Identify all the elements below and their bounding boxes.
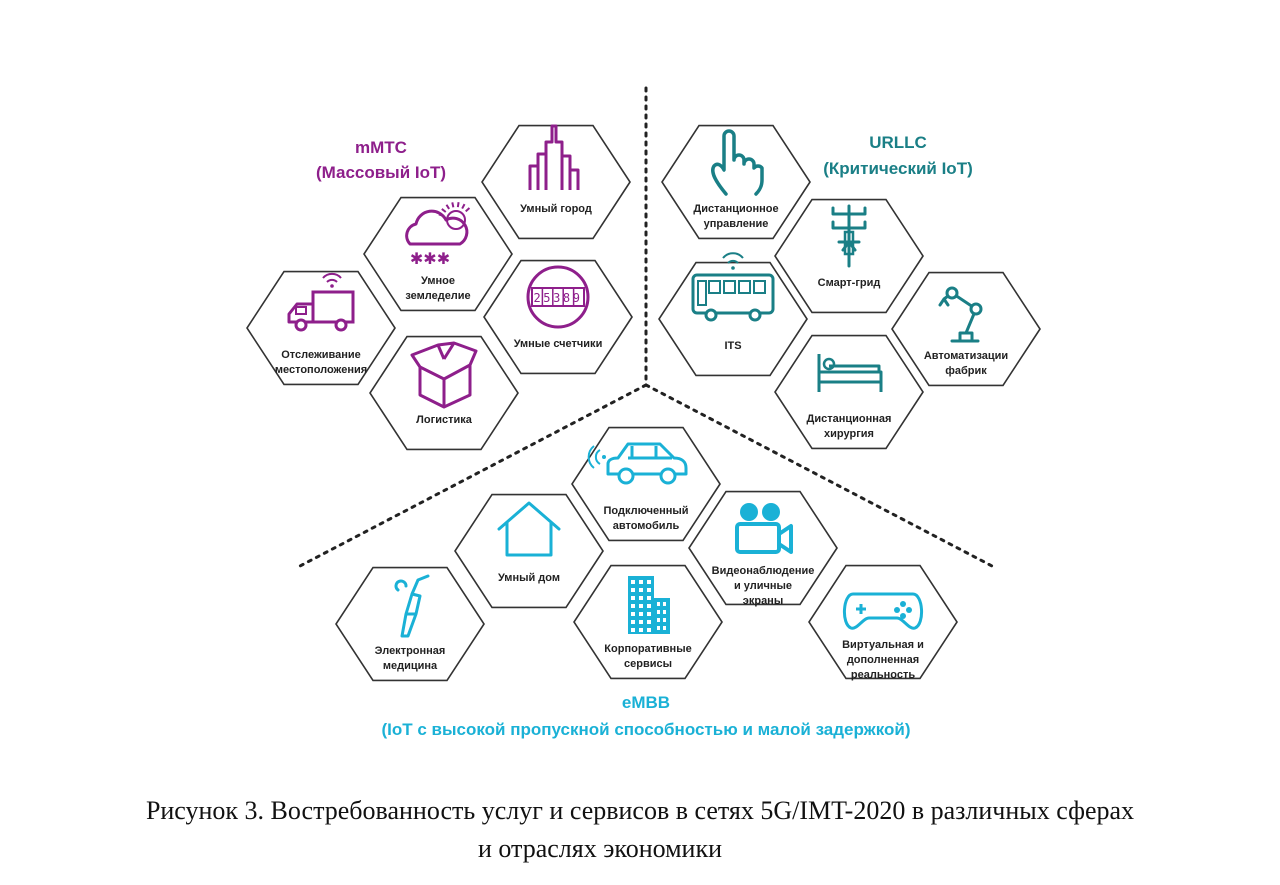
embb-subtitle: (IoT с высокой пропускной способностью и… bbox=[382, 720, 911, 739]
hex-label: Виртуальная и bbox=[842, 639, 924, 651]
hex-video-surveillance: Видеонаблюдение и уличные экраны bbox=[688, 490, 838, 607]
mmtc-subtitle: (Массовый IoT) bbox=[316, 163, 446, 182]
house-icon bbox=[497, 501, 561, 557]
hex-outline bbox=[335, 566, 485, 682]
gamepad-icon bbox=[843, 592, 923, 630]
hex-label: управление bbox=[704, 218, 769, 230]
hex-label: Дистанционная bbox=[807, 413, 892, 425]
hex-outline bbox=[454, 493, 604, 609]
hex-remote-surgery: Дистанционная хирургия bbox=[774, 334, 924, 450]
hex-label: земледелие bbox=[405, 290, 470, 302]
car-icon bbox=[587, 442, 688, 485]
hex-outline bbox=[658, 261, 808, 377]
urllc-title: URLLC bbox=[869, 133, 927, 152]
hex-label: Видеонаблюдение bbox=[712, 565, 815, 577]
meter-digits: 25389 bbox=[533, 291, 582, 305]
embb-title: eMBB bbox=[622, 693, 670, 712]
hex-outline bbox=[774, 334, 924, 450]
hex-label: Умный город bbox=[520, 203, 592, 215]
hex-outline bbox=[483, 259, 633, 375]
hex-label: хирургия bbox=[824, 428, 874, 440]
truck-icon bbox=[287, 272, 355, 332]
power-pole-icon bbox=[831, 204, 867, 268]
hex-label: Автоматизации bbox=[924, 350, 1008, 362]
hex-label: Умное bbox=[421, 275, 455, 287]
mmtc-title: mMTC bbox=[355, 138, 407, 157]
injector-icon bbox=[394, 574, 430, 638]
dividers bbox=[298, 86, 994, 568]
hex-label: Умный дом bbox=[498, 572, 560, 584]
hex-label: Дистанционное bbox=[693, 203, 778, 215]
weather-icon: ✱✱✱ bbox=[405, 202, 471, 268]
hex-label: реальность bbox=[851, 669, 915, 681]
hex-outline bbox=[891, 271, 1041, 387]
robot-arm-icon bbox=[938, 286, 983, 343]
hex-location-tracking: Отслеживание местоположения bbox=[246, 270, 396, 386]
hex-smart-city: Умный город bbox=[481, 124, 631, 240]
bus-icon bbox=[691, 252, 775, 322]
hospital-bed-icon bbox=[817, 354, 883, 392]
hex-outline bbox=[688, 490, 838, 606]
figure-caption-line-2: и отраслях экономики bbox=[477, 834, 723, 863]
hex-outline bbox=[481, 124, 631, 240]
figure-caption-line-1: Рисунок 3. Востребованность услуг и серв… bbox=[145, 796, 1135, 825]
hex-label: Смарт-грид bbox=[818, 277, 881, 289]
hex-outline bbox=[571, 426, 721, 542]
hex-smart-home: Умный дом bbox=[454, 493, 604, 609]
hex-label: ITS bbox=[724, 340, 741, 352]
hand-pointer-icon bbox=[711, 129, 764, 196]
meter-icon: 25389 bbox=[526, 265, 590, 329]
hex-vr-ar: Виртуальная и дополненная реальность bbox=[808, 564, 958, 681]
hex-label: Отслеживание bbox=[281, 349, 361, 361]
hex-e-medicine: Электронная медицина bbox=[335, 566, 485, 682]
hex-label: и уличные bbox=[734, 580, 792, 592]
hex-connected-car: Подключенный автомобиль bbox=[571, 426, 721, 542]
video-camera-icon bbox=[735, 503, 793, 554]
hex-outline bbox=[661, 124, 811, 240]
hex-label: экраны bbox=[743, 595, 783, 607]
urllc-subtitle: (Критический IoT) bbox=[823, 159, 973, 178]
hex-label: Умные счетчики bbox=[514, 338, 603, 350]
hex-its: ITS bbox=[658, 252, 808, 377]
hex-label: автомобиль bbox=[613, 520, 680, 532]
hex-factory-automation: Автоматизации фабрик bbox=[891, 271, 1041, 387]
hex-logistics: Логистика bbox=[369, 335, 519, 451]
svg-text:✱✱✱: ✱✱✱ bbox=[410, 249, 450, 268]
office-building-icon bbox=[628, 576, 670, 634]
hex-label: Логистика bbox=[416, 414, 473, 426]
hex-outline bbox=[246, 270, 396, 386]
hex-corporate-services: Корпоративные сервисы bbox=[573, 564, 723, 680]
hex-label: Подключенный bbox=[603, 505, 688, 517]
divider-right bbox=[644, 383, 994, 568]
group-titles: mMTC (Массовый IoT) URLLC (Критический I… bbox=[316, 133, 973, 739]
hex-smart-agriculture: ✱✱✱ Умное земледелие bbox=[363, 196, 513, 312]
hex-outline bbox=[363, 196, 513, 312]
hex-label: местоположения bbox=[275, 364, 367, 376]
hex-remote-control: Дистанционное управление bbox=[661, 124, 811, 240]
hex-label: Корпоративные bbox=[604, 643, 691, 655]
hex-label: дополненная bbox=[847, 654, 919, 666]
divider-left bbox=[298, 383, 648, 568]
hex-outline bbox=[808, 564, 958, 680]
hex-label: Электронная bbox=[375, 645, 446, 657]
hex-label: сервисы bbox=[624, 658, 672, 670]
hex-layer: Умный город✱✱✱УмноеземледелиеОтслеживани… bbox=[246, 124, 1041, 682]
box-icon bbox=[410, 341, 478, 409]
hex-label: фабрик bbox=[945, 365, 987, 377]
hex-label: медицина bbox=[383, 660, 438, 672]
hex-smart-grid: Смарт-грид bbox=[774, 198, 924, 314]
city-icon bbox=[528, 124, 580, 190]
